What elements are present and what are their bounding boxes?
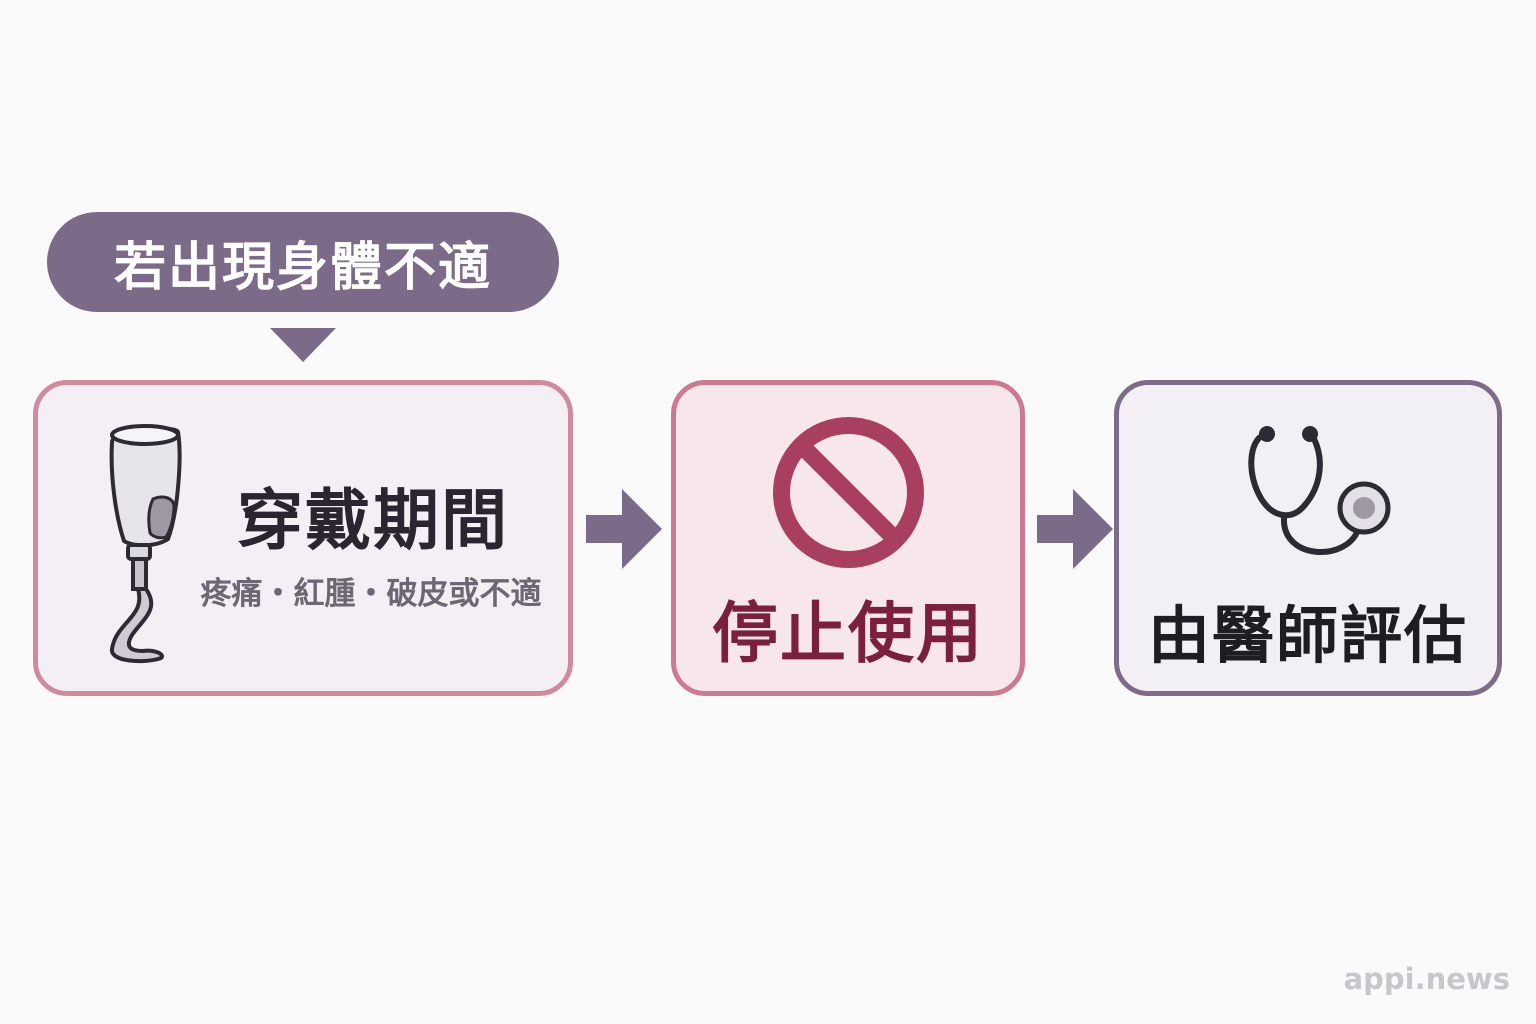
step-stop-title: 停止使用 (712, 595, 984, 672)
step-wearing-box: 穿戴期間 疼痛・紅腫・破皮或不適 (33, 380, 573, 696)
step-wearing-title: 穿戴期間 (237, 482, 509, 559)
watermark: appi.news (1343, 962, 1510, 996)
condition-pill: 若出現身體不適 (47, 212, 559, 312)
symptoms-text: 疼痛・紅腫・破皮或不適 (200, 576, 542, 612)
arrow-right-icon (586, 489, 662, 569)
stethoscope-icon (1248, 426, 1391, 555)
prohibited-icon (773, 417, 924, 568)
step-doctor-box: 由醫師評估 (1114, 380, 1502, 696)
condition-label: 若出現身體不適 (113, 237, 492, 298)
step-doctor-title: 由醫師評估 (1147, 599, 1468, 672)
pill-pointer (270, 328, 336, 362)
arrow-right-icon (1037, 489, 1113, 569)
prosthetic-leg-icon (109, 424, 182, 664)
step-stop-box: 停止使用 (671, 380, 1025, 696)
